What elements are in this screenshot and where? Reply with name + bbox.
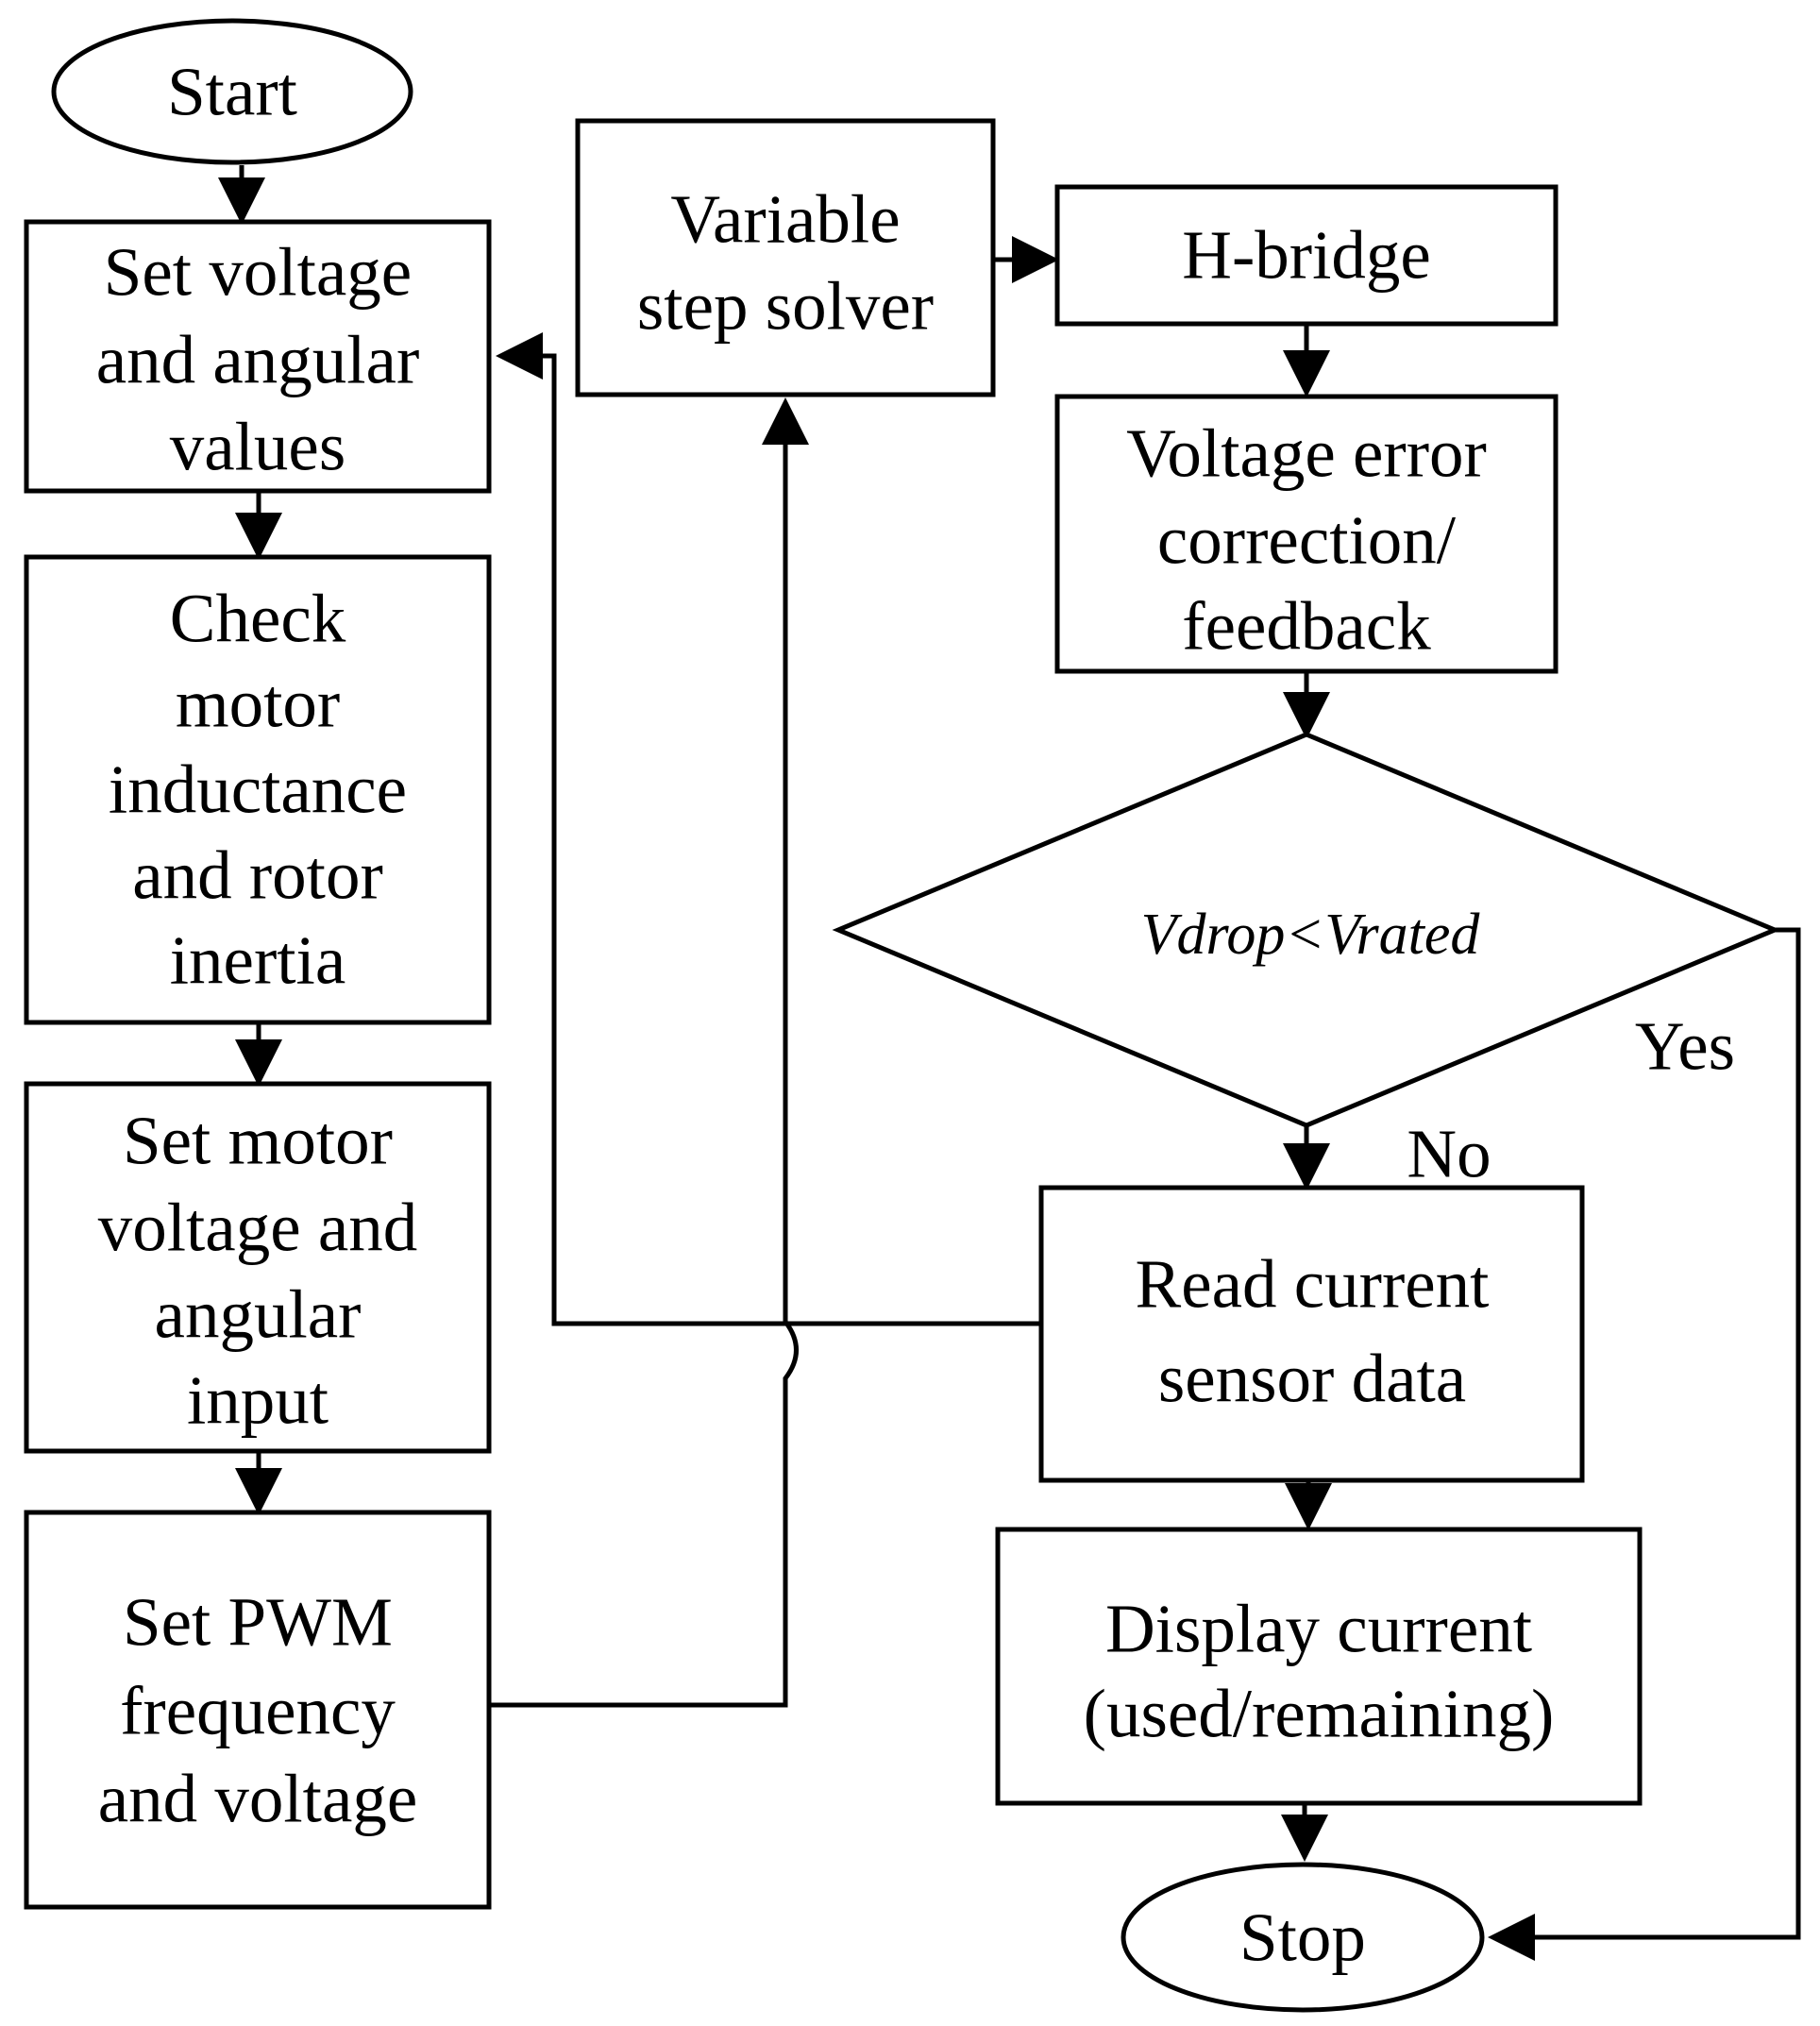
stop-label: Stop: [1239, 1899, 1366, 1976]
decision-operator: <: [1285, 903, 1324, 967]
display-current-node: Display current (used/remaining): [995, 1527, 1643, 1806]
start-label: Start: [167, 54, 297, 130]
check-motor-node: Check motor inductance and rotor inertia: [24, 554, 492, 1025]
voltage-error-node: Voltage error correction/ feedback: [1054, 394, 1559, 674]
set-voltage-node: Set voltage and angular values: [24, 219, 492, 494]
set-motor-voltage-node: Set motor voltage and angular input: [24, 1081, 492, 1454]
set-pwm-line-3: and voltage: [98, 1761, 418, 1837]
voltage-error-line-2: correction/: [1157, 502, 1457, 579]
read-current-line-2: sensor data: [1158, 1341, 1466, 1417]
set-motor-voltage-line-4: input: [187, 1362, 329, 1439]
set-motor-voltage-line-1: Set motor: [123, 1103, 393, 1179]
edge-set-pwm-to-variable-step-solver: [489, 397, 809, 1708]
decision-v1: V: [1141, 903, 1183, 967]
set-motor-voltage-line-2: voltage and: [98, 1190, 418, 1266]
check-motor-line-5: inertia: [170, 922, 345, 999]
decision-diamond: [832, 732, 1781, 1128]
h-bridge-node: H-bridge: [1054, 184, 1559, 327]
check-motor-line-3: inductance: [109, 751, 407, 828]
set-pwm-node: Set PWM frequency and voltage: [24, 1510, 492, 1910]
edge-decision-yes-to-stop: [1488, 927, 1801, 1961]
decision-sub1: drop: [1177, 903, 1286, 967]
stop-node: Stop: [1121, 1862, 1485, 2013]
check-motor-line-4: and rotor: [132, 837, 383, 914]
start-node: Start: [51, 18, 413, 165]
h-bridge-label: H-bridge: [1182, 217, 1431, 294]
set-voltage-line-1: Set voltage: [104, 234, 412, 311]
voltage-error-line-3: feedback: [1182, 588, 1431, 665]
check-motor-line-1: Check: [170, 581, 346, 657]
display-current-line-2: (used/remaining): [1084, 1676, 1555, 1752]
start-terminator: [51, 18, 413, 165]
decision-node: Vdrop<Vrated: [832, 732, 1781, 1128]
set-pwm-line-1: Set PWM: [123, 1584, 393, 1661]
connectors: [218, 165, 1801, 1961]
no-label: No: [1407, 1116, 1491, 1192]
yes-label: Yes: [1635, 1008, 1735, 1085]
decision-condition: Vdrop<Vrated: [1141, 903, 1481, 967]
voltage-error-line-1: Voltage error: [1126, 415, 1487, 492]
read-current-node: Read current sensor data: [1038, 1185, 1585, 1483]
edge-read-current-to-set-voltage: [496, 332, 1041, 1326]
set-pwm-line-2: frequency: [120, 1673, 396, 1749]
variable-step-solver-line-1: Variable: [670, 181, 900, 258]
set-voltage-line-3: values: [170, 409, 346, 485]
check-motor-line-2: motor: [176, 666, 340, 742]
variable-step-solver-node: Variable step solver: [575, 118, 996, 397]
read-current-line-1: Read current: [1136, 1246, 1490, 1323]
decision-sub2: rated: [1356, 903, 1480, 967]
set-motor-voltage-line-3: angular: [155, 1276, 362, 1353]
stop-terminator: [1121, 1862, 1485, 2013]
set-voltage-line-2: and angular: [96, 322, 420, 398]
variable-step-solver-line-2: step solver: [637, 268, 934, 345]
display-current-line-1: Display current: [1105, 1591, 1532, 1667]
